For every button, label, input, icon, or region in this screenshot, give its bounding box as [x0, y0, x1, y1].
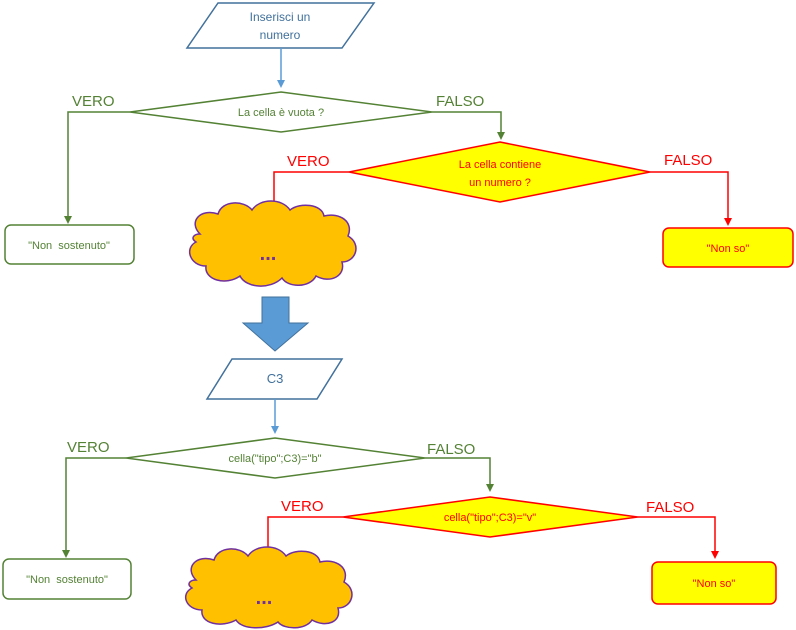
branch-falso-top-right [432, 111, 505, 140]
branch-falso-top-inner [650, 171, 732, 226]
decision-tipo-v-label: cella("tipo";C3)="v" [444, 512, 536, 524]
result-non-sostenuto-top-label: "Non sostenuto" [28, 240, 110, 252]
branch-vero-top-inner [270, 171, 349, 210]
branch-vero-top-left [64, 111, 130, 224]
result-non-sostenuto-top [4, 224, 135, 265]
label-vero-top-left: VERO [72, 93, 115, 110]
input-label-bottom: C3 [267, 371, 284, 386]
cloud-bottom-text: ... [256, 587, 273, 609]
result-non-so-top [662, 227, 794, 268]
result-non-so-top-label: "Non so" [707, 243, 750, 255]
label-vero-top-inner: VERO [287, 153, 330, 170]
branch-vero-bottom-inner [264, 516, 343, 557]
input-parallelogram-bottom [205, 358, 344, 400]
label-falso-top-right: FALSO [436, 93, 484, 110]
result-non-so-bottom-label: "Non so" [693, 578, 736, 590]
decision-contiene-numero-label1: La cella contiene [459, 159, 542, 171]
branch-vero-bottom-left [62, 457, 126, 558]
big-down-arrow [241, 296, 310, 352]
label-vero-bottom-left: VERO [67, 439, 110, 456]
cloud-top [188, 200, 357, 287]
cloud-bottom [184, 546, 353, 629]
result-non-sostenuto-bottom [2, 558, 132, 600]
input-parallelogram-top [185, 2, 376, 49]
label-falso-top-inner: FALSO [664, 152, 712, 169]
decision-tipo-v [342, 496, 639, 538]
result-non-sostenuto-bottom-label: "Non sostenuto" [26, 574, 108, 586]
decision-tipo-b [125, 437, 426, 479]
input-label-top-line1: Inserisci un [250, 10, 311, 24]
decision-contiene-numero-label2: un numero ? [469, 177, 531, 189]
label-falso-bottom-right: FALSO [427, 441, 475, 458]
branch-falso-bottom-inner [638, 516, 719, 559]
cloud-top-text: ... [260, 243, 277, 265]
branch-falso-bottom-right [425, 457, 494, 492]
label-vero-bottom-inner: VERO [281, 498, 324, 515]
label-falso-bottom-inner: FALSO [646, 499, 694, 516]
decision-contiene-numero [348, 141, 651, 203]
decision-cella-vuota-label: La cella è vuota ? [238, 107, 324, 119]
decision-cella-vuota [129, 91, 433, 133]
input-label-top-line2: numero [260, 28, 301, 42]
decision-tipo-b-label: cella("tipo";C3)="b" [229, 453, 322, 465]
result-non-so-bottom [651, 561, 777, 605]
